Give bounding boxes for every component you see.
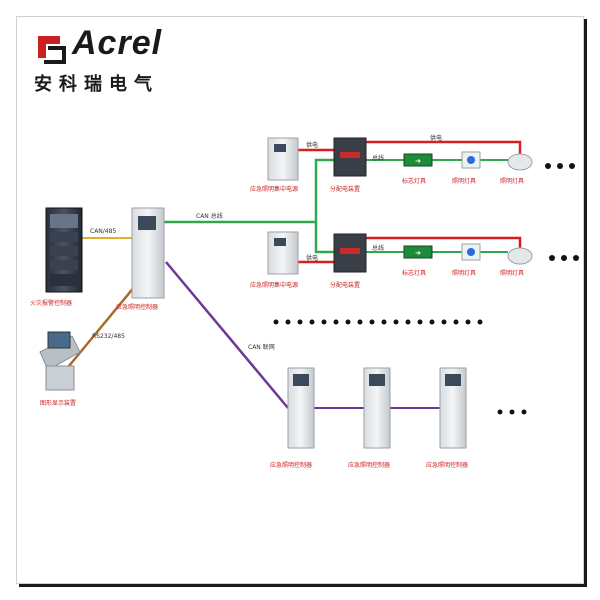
fire-alarm-panel	[45, 207, 83, 293]
link-power-far-top-label: 供电	[430, 135, 443, 142]
distribution-mid	[333, 233, 367, 273]
bottom-controller-2	[363, 367, 391, 449]
central-power-mid	[267, 231, 299, 275]
link-bus-top-label: 总线	[372, 155, 385, 162]
main-controller-cabinet	[131, 207, 165, 299]
label-ctrl-bottom-3: 应急照明控制器	[426, 462, 469, 469]
label-workstation: 图形显示装置	[40, 400, 77, 407]
link-power-top-label: 供电	[306, 142, 319, 149]
continuation-dots-top	[545, 163, 575, 169]
label-dist-mid: 分配电装置	[330, 282, 361, 289]
can-net-line	[165, 261, 289, 409]
label-ceil-top: 照明灯具	[500, 178, 525, 185]
acrel-logo: Acrel 安科瑞电气	[34, 24, 204, 96]
diagram-frame	[16, 16, 584, 584]
label-fire-panel: 火灾报警控制器	[30, 300, 73, 307]
link-bus-mid-label: 总线	[372, 245, 385, 252]
ceiling-lamp-top	[507, 153, 533, 171]
link-can-bus-label: CAN 总线	[196, 213, 223, 220]
power-line-far-mid	[366, 236, 522, 248]
lamp-top	[461, 151, 481, 169]
svg-text:➜: ➜	[415, 249, 421, 257]
power-line-far-top	[366, 140, 522, 156]
label-lamp-mid: 照明灯具	[452, 270, 477, 277]
acrel-logo-mark	[38, 36, 66, 64]
graphic-display-workstation	[39, 331, 81, 391]
bottom-controller-1	[287, 367, 315, 449]
exit-sign-top: ➜	[403, 153, 433, 167]
label-exit-mid: 标志灯具	[402, 270, 427, 277]
continuation-dots-row	[273, 319, 483, 325]
svg-text:➜: ➜	[415, 157, 421, 165]
link-rs232-label: RS232/485	[92, 333, 125, 340]
link-can485-label: CAN/485	[90, 228, 117, 235]
exit-sign-mid: ➜	[403, 245, 433, 259]
lamp-mid	[461, 243, 481, 261]
central-power-top	[267, 137, 299, 181]
label-center-top: 应急照明集中电源	[250, 186, 299, 193]
rs232-line	[63, 279, 141, 373]
label-exit-top: 标志灯具	[402, 178, 427, 185]
ceiling-lamp-mid	[507, 247, 533, 265]
label-lamp-top: 照明灯具	[452, 178, 477, 185]
distribution-top	[333, 137, 367, 177]
link-can-net-label: CAN 联网	[248, 344, 275, 351]
continuation-dots-bottom	[497, 409, 527, 415]
label-controller-main: 应急照明控制器	[116, 304, 159, 311]
label-ctrl-bottom-2: 应急照明控制器	[348, 462, 391, 469]
label-ceil-mid: 照明灯具	[500, 270, 525, 277]
link-power-mid-label: 供电	[306, 255, 319, 262]
bottom-controller-3	[439, 367, 467, 449]
acrel-logo-word: Acrel	[72, 24, 163, 62]
label-ctrl-bottom-1: 应急照明控制器	[270, 462, 313, 469]
can-bus-line	[162, 158, 334, 254]
continuation-dots-mid	[549, 255, 579, 261]
acrel-logo-chinese: 安科瑞电气	[34, 74, 159, 95]
label-dist-top: 分配电装置	[330, 186, 361, 193]
label-center-mid: 应急照明集中电源	[250, 282, 299, 289]
